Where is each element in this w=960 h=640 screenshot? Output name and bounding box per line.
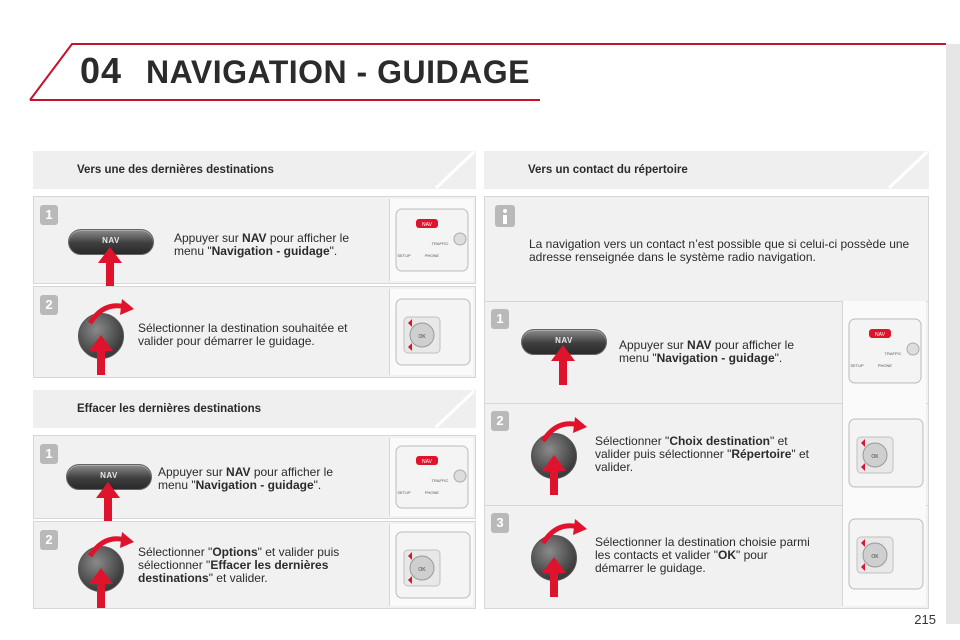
- knob-panel-illustration: OK: [842, 505, 926, 606]
- divider: [485, 403, 928, 404]
- rotate-arrow-icon: [540, 519, 587, 545]
- section-header-slash: [434, 151, 476, 189]
- svg-text:SETUP: SETUP: [850, 363, 864, 368]
- svg-text:NAV: NAV: [422, 459, 433, 465]
- section-header-contact: Vers un contact du répertoire: [484, 151, 929, 189]
- step-box-1: 1 NAV Appuyer sur NAV pour afficher le m…: [33, 196, 476, 287]
- divider: [485, 301, 928, 302]
- knob-panel-illustration: OK: [389, 289, 473, 375]
- svg-text:OK: OK: [871, 454, 879, 460]
- section-title: Vers une des dernières destinations: [77, 164, 274, 176]
- step-badge: 2: [40, 295, 58, 315]
- page-number: 215: [914, 612, 936, 627]
- press-arrow-icon: [542, 557, 566, 597]
- info-icon: [495, 205, 515, 227]
- press-arrow-icon: [96, 482, 120, 522]
- section-header-slash: [434, 390, 476, 428]
- step-instruction: Sélectionner "Choix destination" et vali…: [595, 434, 809, 474]
- svg-text:NAV: NAV: [422, 222, 433, 228]
- chapter-title: NAVIGATION - GUIDAGE: [146, 54, 530, 90]
- rotate-arrow-icon: [87, 299, 134, 325]
- knob-panel-illustration: OK: [842, 403, 926, 505]
- section-header-clear-destinations: Effacer les dernières destinations: [33, 390, 476, 428]
- step-badge: 2: [491, 411, 509, 431]
- svg-text:PHONE: PHONE: [425, 253, 440, 258]
- press-arrow-icon: [542, 455, 566, 495]
- step-instruction: Appuyer sur NAV pour afficher le menu "N…: [158, 465, 333, 492]
- radio-panel-illustration: NAV TRAFFIC PHONE SETUP: [389, 438, 473, 516]
- step-box-2: 2 Sélectionner "Options" et valider puis…: [33, 521, 476, 609]
- step-badge: 1: [40, 444, 58, 464]
- step-badge: 2: [40, 530, 58, 550]
- header-frame: [29, 43, 946, 101]
- contact-steps-box: La navigation vers un contact n’est poss…: [484, 196, 929, 609]
- rotate-arrow-icon: [87, 532, 134, 558]
- step-instruction: Appuyer sur NAV pour afficher le menu "N…: [174, 231, 349, 258]
- knob-panel-illustration: OK: [389, 524, 473, 606]
- section-title: Vers un contact du répertoire: [528, 164, 688, 176]
- info-note: La navigation vers un contact n’est poss…: [529, 237, 910, 264]
- svg-text:TRAFFIC: TRAFFIC: [432, 478, 449, 483]
- svg-text:PHONE: PHONE: [425, 490, 440, 495]
- svg-text:SETUP: SETUP: [397, 253, 411, 258]
- press-arrow-icon: [98, 247, 122, 287]
- step-instruction: Appuyer sur NAV pour afficher le menu "N…: [619, 338, 794, 365]
- svg-text:PHONE: PHONE: [878, 363, 893, 368]
- rotate-arrow-icon: [540, 417, 587, 443]
- svg-text:TRAFFIC: TRAFFIC: [432, 241, 449, 246]
- press-arrow-icon: [89, 568, 113, 608]
- section-header-recent-destinations: Vers une des dernières destinations: [33, 151, 476, 189]
- svg-text:OK: OK: [418, 334, 426, 340]
- press-arrow-icon: [551, 345, 575, 385]
- step-badge: 3: [491, 513, 509, 533]
- step-box-2: 2 Sélectionner la destination souhaitée …: [33, 286, 476, 378]
- press-arrow-icon: [89, 335, 113, 375]
- step-badge: 1: [40, 205, 58, 225]
- radio-panel-illustration: NAV TRAFFIC PHONE SETUP: [842, 301, 926, 403]
- chapter-number: 04: [80, 50, 123, 91]
- section-title: Effacer les dernières destinations: [77, 403, 262, 415]
- step-instruction: Sélectionner la destination choisie parm…: [595, 535, 810, 575]
- svg-text:SETUP: SETUP: [397, 490, 411, 495]
- step-box-1: 1 NAV Appuyer sur NAV pour afficher le m…: [33, 435, 476, 522]
- svg-text:OK: OK: [418, 567, 426, 573]
- radio-panel-illustration: NAV TRAFFIC PHONE SETUP: [389, 199, 473, 281]
- svg-text:TRAFFIC: TRAFFIC: [885, 351, 902, 356]
- page-edge-bar: [946, 44, 960, 624]
- step-badge: 1: [491, 309, 509, 329]
- svg-text:NAV: NAV: [875, 332, 886, 338]
- step-instruction: Sélectionner la destination souhaitée et…: [138, 321, 348, 348]
- divider: [485, 505, 928, 506]
- svg-text:OK: OK: [871, 554, 879, 560]
- section-header-slash: [887, 151, 929, 189]
- step-instruction: Sélectionner "Options" et valider puis s…: [138, 545, 340, 585]
